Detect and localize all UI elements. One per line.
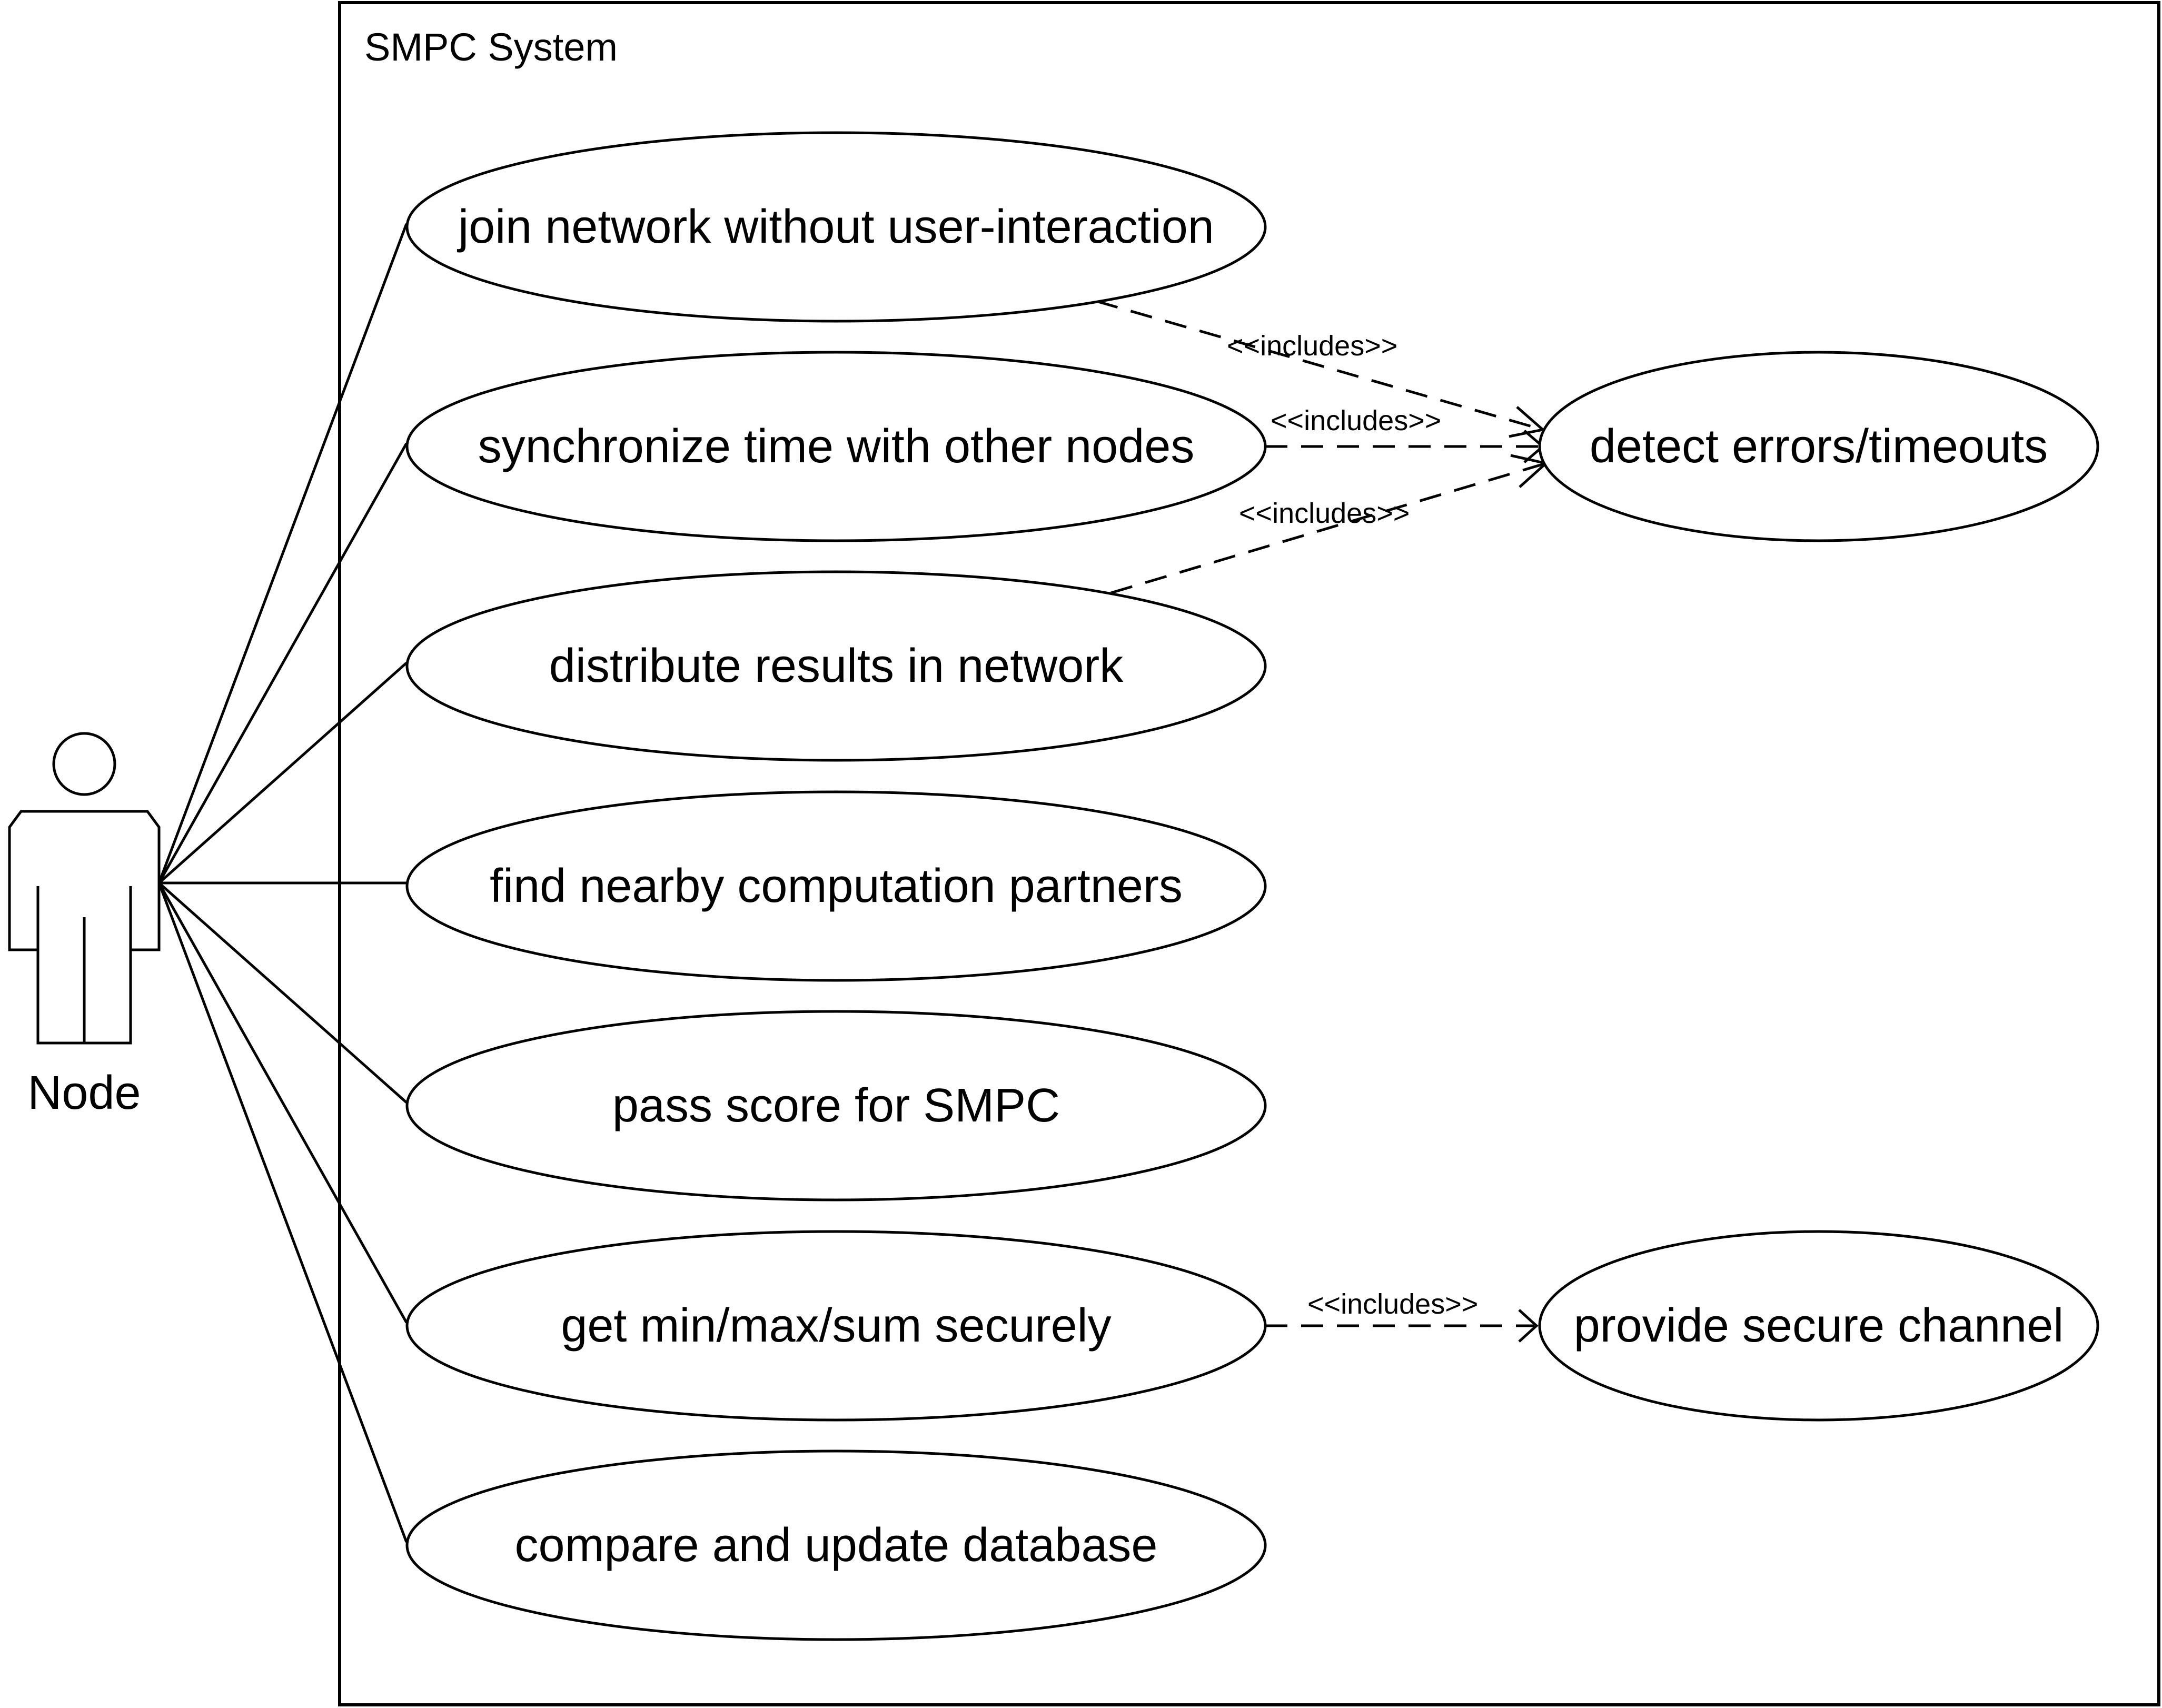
use-case-pass[interactable]: pass score for SMPC	[405, 1010, 1267, 1201]
association-sync	[157, 442, 408, 884]
use-case-sync-label: synchronize time with other nodes	[478, 420, 1195, 473]
use-case-find-label: find nearby computation partners	[490, 860, 1183, 912]
use-case-find-ellipse	[405, 790, 1267, 982]
system-boundary	[338, 1, 2160, 1706]
association-compare	[157, 882, 408, 1543]
use-case-channel-ellipse	[1538, 1230, 2099, 1422]
use-case-distribute[interactable]: distribute results in network	[405, 570, 1267, 762]
use-case-detect-label: detect errors/timeouts	[1590, 420, 2048, 473]
actor-label: Node	[27, 1067, 141, 1119]
include-distribute-detect	[1110, 462, 1546, 594]
association-distribute	[158, 662, 408, 884]
use-case-find[interactable]: find nearby computation partners	[405, 790, 1267, 982]
use-case-minmax-ellipse	[405, 1230, 1267, 1422]
include-label-sync: <<includes>>	[1271, 405, 1441, 436]
actor-head	[52, 732, 116, 796]
use-case-minmax-label: get min/max/sum securely	[561, 1299, 1111, 1352]
associations	[157, 223, 408, 1543]
use-case-compare-label: compare and update database	[515, 1519, 1158, 1572]
include-join-detect	[1096, 300, 1543, 431]
system-title: SMPC System	[364, 25, 618, 69]
include-arrowhead-distribute	[1510, 454, 1549, 488]
association-minmax	[157, 882, 408, 1324]
use-case-detect[interactable]: detect errors/timeouts	[1538, 351, 2099, 542]
include-label-distribute: <<includes>>	[1239, 498, 1410, 529]
include-arrowhead-minmax	[1518, 1309, 1539, 1343]
use-case-join-ellipse	[405, 131, 1267, 323]
association-join	[157, 223, 408, 883]
use-case-minmax[interactable]: get min/max/sum securely	[405, 1230, 1267, 1422]
association-pass	[158, 882, 408, 1104]
include-label-join: <<includes>>	[1227, 330, 1397, 362]
use-case-channel-label: provide secure channel	[1574, 1299, 2064, 1352]
use-case-pass-label: pass score for SMPC	[612, 1079, 1060, 1132]
use-case-sync[interactable]: synchronize time with other nodes	[405, 351, 1267, 542]
use-case-join[interactable]: join network without user-interaction	[405, 131, 1267, 323]
actor-node[interactable]: Node	[8, 732, 161, 1119]
use-case-join-label: join network without user-interaction	[457, 201, 1214, 253]
use-case-distribute-ellipse	[405, 570, 1267, 762]
use-case-sync-ellipse	[405, 351, 1267, 542]
use-case-compare-ellipse	[405, 1449, 1267, 1641]
use-case-detect-ellipse	[1538, 351, 2099, 542]
include-label-minmax: <<includes>>	[1307, 1288, 1478, 1320]
use-case-distribute-label: distribute results in network	[549, 640, 1124, 692]
use-case-compare[interactable]: compare and update database	[405, 1449, 1267, 1641]
use-case-channel[interactable]: provide secure channel	[1538, 1230, 2099, 1422]
use-case-pass-ellipse	[405, 1010, 1267, 1201]
